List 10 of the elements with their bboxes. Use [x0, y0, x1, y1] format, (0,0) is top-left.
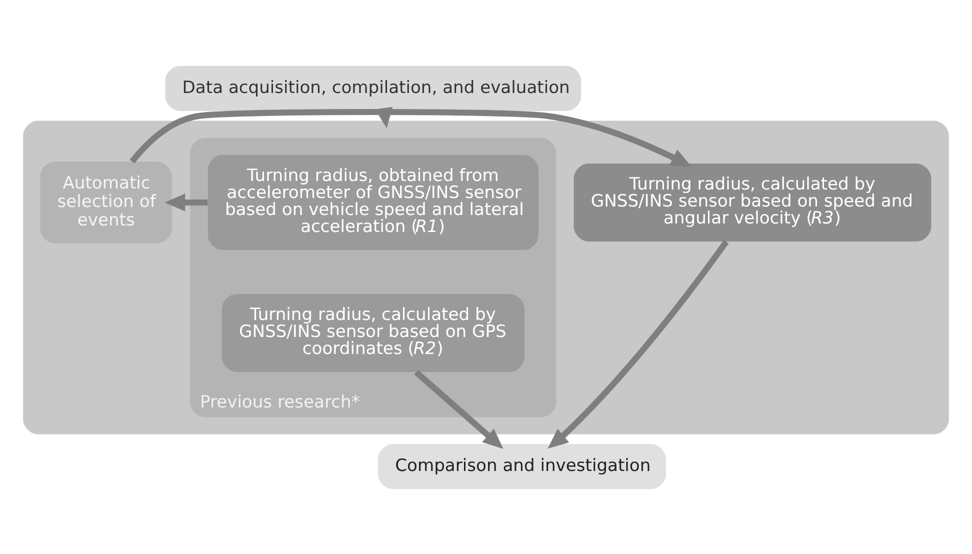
arrow [414, 369, 504, 448]
cluster [23, 120, 949, 434]
arrow [548, 239, 729, 448]
node-box: Automatic selection of events [40, 161, 172, 243]
node-box: Data acquisition, compilation, and evaluation [165, 65, 582, 110]
node-box: Turning radius, obtained from accelerometer of GNSS/INS sensor based on vehicle speed and lateral acceleration (R1) [208, 154, 538, 250]
node-box: Turning radius, calculated by GNSS/INS sensor based on GPS coordinates (R2) [222, 293, 524, 372]
node-box: Turning radius, calculated by GNSS/INS sensor based on speed and angular velocity (R3) [574, 162, 932, 242]
arrow [164, 193, 208, 211]
node-box: Comparison and investigation [378, 444, 666, 489]
